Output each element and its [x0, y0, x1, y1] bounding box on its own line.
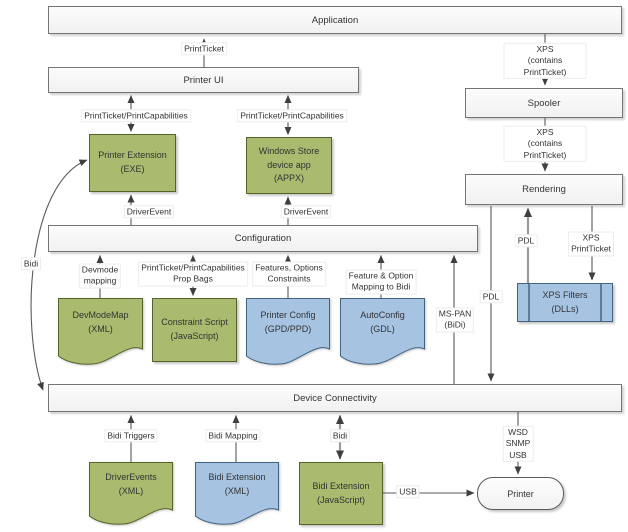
- wsd-snmp-usb-label: WSD SNMP USB: [502, 425, 534, 463]
- xps-filters-node: XPS Filters (DLLs): [517, 283, 613, 322]
- xps-printticket-label: XPS PrintTicket: [568, 231, 614, 257]
- ms-pan-label: MS-PAN (BiDi): [435, 307, 475, 333]
- rendering-label: Rendering: [522, 184, 566, 195]
- application-node: Application: [48, 6, 622, 34]
- devmodemap-node: DevModeMap (XML): [58, 298, 143, 365]
- spooler-node: Spooler: [465, 88, 623, 118]
- printticket-label: PrintTicket: [181, 42, 227, 56]
- document-shape: [195, 462, 279, 525]
- document-shape: [340, 298, 425, 365]
- device-connectivity-label: Device Connectivity: [293, 392, 377, 404]
- features-options-label: Features, Options Constraints: [252, 261, 326, 287]
- driverevents-node: DriverEvents (XML): [89, 462, 173, 525]
- printer-ui-label: Printer UI: [183, 74, 224, 86]
- device-connectivity-node: Device Connectivity: [48, 384, 622, 412]
- bidi-left-label: Bidi: [20, 257, 42, 271]
- bidi-triggers-label: Bidi Triggers: [104, 429, 158, 443]
- autoconfig-node: AutoConfig (GDL): [340, 298, 425, 365]
- printer-config-node: Printer Config (GPD/PPD): [246, 298, 330, 365]
- constraint-script-label: Constraint Script (JavaScript): [161, 317, 228, 341]
- application-label: Application: [311, 14, 359, 26]
- devmode-mapping-label: Devmode mapping: [78, 263, 122, 289]
- bidi-extension-xml-label: Bidi Extension (XML): [208, 472, 266, 497]
- feature-option-bidi-label: Feature & Option Mapping to Bidi: [345, 269, 417, 295]
- driverevent-right-label: DriverEvent: [280, 205, 332, 219]
- document-shape: [89, 462, 173, 525]
- configuration-label: Configuration: [234, 233, 292, 244]
- bidi-extension-xml-node: Bidi Extension (XML): [195, 462, 279, 525]
- ptpc-right-label: PrintTicket/PrintCapabilities: [237, 109, 347, 123]
- driverevent-left-label: DriverEvent: [123, 205, 175, 219]
- prop-bags-label: PrintTicket/PrintCapabilities Prop Bags: [138, 261, 248, 287]
- bidi-mapping-label: Bidi Mapping: [205, 429, 261, 443]
- xps-contains-1-label: XPS (contains PrintTicket): [503, 42, 587, 80]
- rendering-node: Rendering: [465, 174, 623, 205]
- printer-ui-node: Printer UI: [48, 67, 359, 93]
- constraint-script-node: Constraint Script (JavaScript): [152, 298, 237, 362]
- devmodemap-label: DevModeMap (XML): [72, 309, 129, 334]
- inner-line-left: [528, 284, 530, 321]
- driverevents-label: DriverEvents (XML): [105, 472, 157, 497]
- printer-extension-label: Printer Extension (EXE): [98, 150, 167, 174]
- configuration-node: Configuration: [48, 225, 478, 252]
- usb-label: USB: [396, 485, 420, 499]
- printer-node: Printer: [477, 477, 564, 510]
- spooler-label: Spooler: [527, 97, 561, 109]
- xps-filters-label: XPS Filters (DLLs): [542, 289, 588, 314]
- printer-extension-node: Printer Extension (EXE): [89, 134, 176, 192]
- printer-config-label: Printer Config (GPD/PPD): [260, 309, 316, 334]
- autoconfig-label: AutoConfig (GDL): [360, 309, 405, 334]
- windows-store-app-label: Windows Store device app (APPX): [258, 145, 320, 184]
- bidi-center-label: Bidi: [329, 429, 351, 443]
- windows-store-app-node: Windows Store device app (APPX): [246, 137, 332, 194]
- xps-contains-2-label: XPS (contains PrintTicket): [503, 125, 587, 163]
- bidi-extension-js-label: Bidi Extension (JavaScript): [312, 480, 370, 505]
- bidi-extension-js-node: Bidi Extension (JavaScript): [299, 462, 383, 525]
- pdl-short-label: PDL: [514, 234, 538, 248]
- pdl-long-label: PDL: [479, 290, 503, 304]
- ptpc-left-label: PrintTicket/PrintCapabilities: [81, 109, 191, 123]
- document-shape: [246, 298, 330, 365]
- printer-label: Printer: [507, 488, 534, 499]
- inner-line-right: [600, 284, 602, 321]
